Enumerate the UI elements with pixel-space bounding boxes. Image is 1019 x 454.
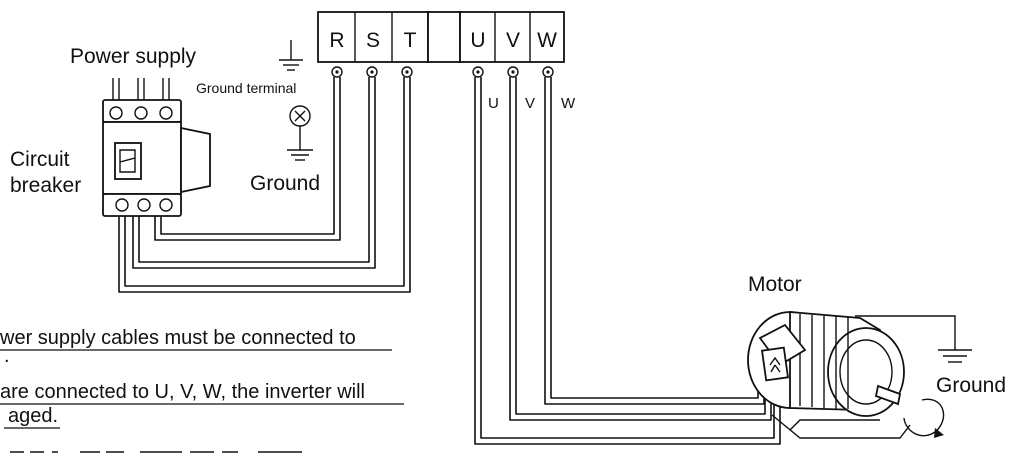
terminal-screws: [331, 66, 554, 78]
terminal-v: V: [506, 29, 520, 52]
terminal-t: T: [404, 29, 417, 52]
notes: wer supply cables must be connected to .…: [0, 327, 404, 453]
note-line-1: wer supply cables must be connected to: [0, 327, 356, 349]
ground-terminal-label: Ground terminal: [196, 80, 296, 96]
output-wires: [474, 77, 781, 445]
motor-label: Motor: [748, 273, 802, 296]
terminal-r: R: [329, 29, 344, 52]
note-line-3: aged.: [8, 405, 58, 427]
terminal-block: R S T U V W: [317, 11, 565, 63]
ground-left-label: Ground: [250, 172, 320, 195]
note-line-2: are connected to U, V, W, the inverter w…: [0, 381, 365, 403]
terminal-s: S: [366, 29, 380, 52]
input-wires: [118, 77, 411, 293]
terminal-u: U: [470, 29, 485, 52]
motor: [747, 311, 945, 439]
ground-terminal-icon: [287, 105, 313, 161]
note-line-1b: .: [4, 345, 10, 367]
terminal-w: W: [537, 29, 557, 52]
circuit-breaker-label-line1: Circuit: [10, 148, 70, 171]
ground-right-label: Ground: [936, 374, 1006, 397]
wire-label-u: U: [488, 95, 499, 112]
ground-symbol-right: [855, 315, 972, 363]
power-supply-label: Power supply: [70, 45, 197, 68]
circuit-breaker: [102, 78, 211, 217]
wire-label-v: V: [525, 95, 535, 112]
circuit-breaker-label-line2: breaker: [10, 174, 81, 197]
wire-label-w: W: [561, 95, 576, 112]
ground-symbol-top: [279, 40, 303, 71]
